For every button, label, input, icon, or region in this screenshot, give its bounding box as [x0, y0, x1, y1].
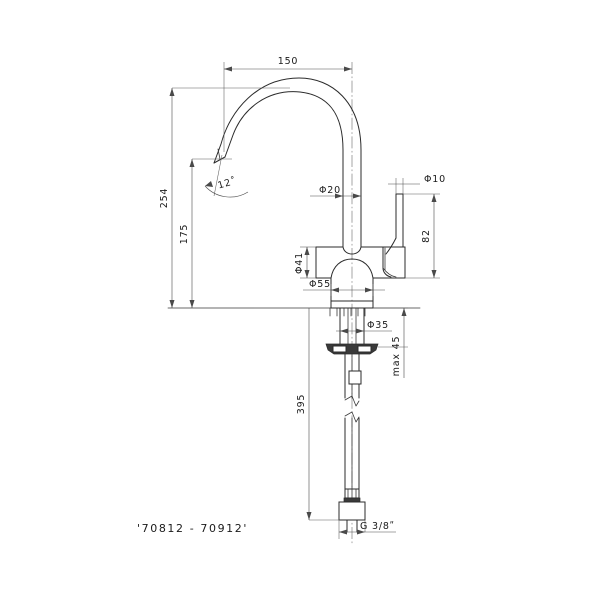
dim-12deg-ref-line [213, 154, 223, 197]
dim-spout-reach: 150 [223, 56, 352, 152]
inlet-connector [338, 488, 366, 533]
counter-hatching [329, 307, 366, 317]
spout-outlet-face [213, 156, 226, 164]
handle-lower-blend [385, 237, 397, 255]
dim-d20-arrow-right [353, 193, 361, 199]
dim-d35-arrow-right [356, 328, 364, 334]
dim-254-arrow-bottom [169, 300, 175, 308]
dim-82-arrow-top [431, 194, 437, 202]
dim-254-arrow-top [169, 88, 175, 96]
dim-handle-height: 82 [403, 193, 440, 279]
dim-base-dia: Φ55 [303, 279, 385, 296]
body-base-dome [330, 258, 374, 279]
dim-max45-text: max 45 [391, 336, 402, 377]
dim-395-arrow-bottom [306, 512, 312, 520]
spout-inner-curve [213, 77, 362, 229]
mounting-nut [325, 343, 379, 355]
dim-12deg-arrow [205, 181, 213, 187]
dim-spout-angle: 12˚ [204, 154, 249, 198]
dim-82-text: 82 [421, 229, 432, 243]
spout-gooseneck [213, 77, 362, 229]
dim-d41-text: Φ41 [294, 252, 305, 274]
dim-g38-arrow-left [339, 529, 347, 535]
dim-d55-arrow-left [331, 287, 339, 293]
dim-max45-arrow-top [401, 308, 407, 316]
dim-spout-tube-dia: Φ20 [310, 185, 361, 199]
dim-d41-arrow-top [304, 247, 310, 255]
connector-gasket [343, 497, 361, 503]
supply-hose [344, 353, 362, 491]
dim-150-arrow-right [344, 66, 352, 72]
spout-outlet-inner-edge [217, 148, 221, 160]
counter-surface [167, 307, 421, 317]
dim-spout-outlet-height: 175 [179, 158, 232, 308]
dim-150-text: 150 [278, 56, 299, 67]
dim-175-arrow-bottom [189, 300, 195, 308]
dim-d35-arrow-left [340, 328, 348, 334]
dim-g38-arrow-right [357, 529, 365, 535]
dim-g38-text: G 3/8ʺ [360, 521, 395, 532]
dim-175-arrow-top [189, 159, 195, 167]
dim-d20-text: Φ20 [319, 185, 341, 196]
dim-total-height: 254 [159, 87, 290, 308]
dim-d41-arrow-bottom [304, 270, 310, 278]
nut-window-left [332, 345, 347, 353]
dim-82-arrow-bottom [431, 270, 437, 278]
dim-175-text: 175 [179, 224, 190, 245]
lever-handle [382, 193, 404, 278]
dim-d55-text: Φ55 [309, 279, 331, 290]
dim-handle-dia: Φ10 [388, 174, 446, 194]
spout-outer-curve [224, 91, 344, 229]
dim-d55-arrow-right [365, 287, 373, 293]
dim-body-dia: Φ41 [294, 246, 316, 279]
dim-hose-length: 395 [296, 308, 340, 521]
dim-max-counter-thickness: max 45 [373, 307, 408, 378]
riser-body-fillet [342, 246, 362, 255]
hose-break-symbol-upper [344, 395, 360, 407]
dim-395-text: 395 [296, 394, 307, 415]
hose-break-symbol-lower [344, 411, 360, 423]
connector-collar-threads [347, 488, 357, 499]
dim-d10-text: Φ10 [424, 174, 446, 185]
dim-d20-arrow-left [335, 193, 343, 199]
model-label: '70812 - 70912' [137, 522, 248, 535]
mounting-shank [339, 307, 365, 346]
dim-thread-size: G 3/8ʺ [338, 520, 396, 539]
dim-12deg-arc [204, 185, 249, 198]
hose-fitting-block [348, 370, 362, 385]
handle-seat-inner [382, 267, 397, 278]
dim-shank-dia: Φ35 [336, 320, 392, 334]
nut-window-right [357, 345, 372, 353]
main-body [315, 246, 406, 279]
riser-tube [342, 227, 362, 255]
dim-d35-text: Φ35 [367, 320, 389, 331]
connector-hex-nut [338, 501, 366, 521]
dim-254-text: 254 [159, 188, 170, 209]
dim-12deg-text: 12˚ [217, 176, 239, 192]
dim-150-arrow-left [224, 66, 232, 72]
